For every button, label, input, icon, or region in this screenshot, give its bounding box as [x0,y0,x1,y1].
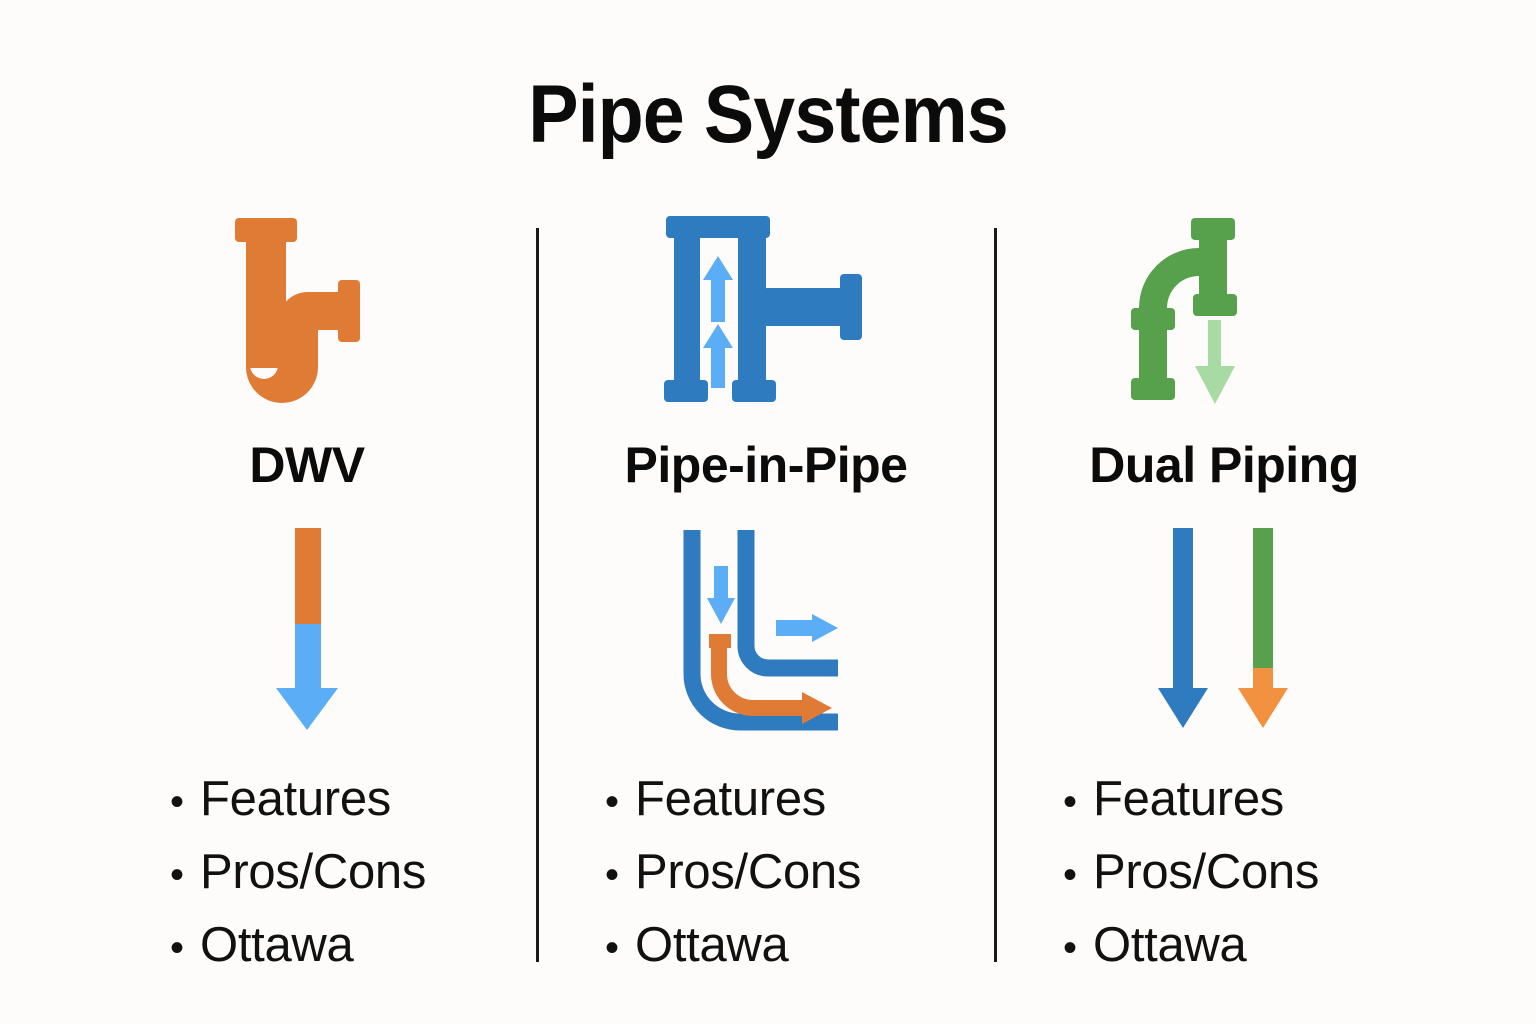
bullet-marker-icon: • [605,853,620,897]
bullet-label: Ottawa [1093,918,1247,972]
double-wall-elbow-flow-icon [537,524,995,759]
bullet-marker-icon: • [1063,780,1078,824]
list-item: • Pros/Cons [170,837,536,910]
list-item: • Ottawa [170,910,536,983]
bullet-marker-icon: • [170,926,185,970]
bullet-list-dwv: • Features • Pros/Cons • Ottawa [78,764,536,983]
list-item: • Pros/Cons [1063,837,1453,910]
column-pipe-in-pipe: Pipe-in-Pipe [537,212,995,1002]
bullet-label: Ottawa [635,918,789,972]
p-trap-pipe-icon [78,212,536,424]
bullet-marker-icon: • [1063,853,1078,897]
list-item: • Features [170,764,536,837]
bullet-label: Pros/Cons [635,845,862,899]
column-divider-2 [994,228,997,962]
list-item: • Features [605,764,995,837]
bullet-label: Features [635,772,826,826]
column-heading-pipe-in-pipe: Pipe-in-Pipe [624,437,908,493]
list-item: • Ottawa [1063,910,1453,983]
column-heading-dwv: DWV [249,437,365,493]
bullet-label: Features [200,772,391,826]
bullet-marker-icon: • [1063,926,1078,970]
list-item: • Pros/Cons [605,837,995,910]
bullet-list-pipe-in-pipe: • Features • Pros/Cons • Ottawa [537,764,995,983]
bullet-marker-icon: • [605,780,620,824]
column-divider-1 [536,228,539,962]
column-heading-dual-piping: Dual Piping [1089,437,1359,493]
bullet-marker-icon: • [170,853,185,897]
bullet-marker-icon: • [170,780,185,824]
column-dwv: DWV • Features • Pros/Cons • Ott [78,212,536,1002]
list-item: • Features [1063,764,1453,837]
dual-parallel-arrows-icon [995,524,1453,759]
double-wall-pipe-tee-icon [537,212,995,424]
green-elbow-pipe-icon [995,212,1453,424]
column-dual-piping: Dual Piping • Features • Pros/Cons [995,212,1453,1002]
bullet-list-dual-piping: • Features • Pros/Cons • Ottawa [995,764,1453,983]
page-title: Pipe Systems [528,69,1008,160]
bullet-label: Pros/Cons [1093,845,1320,899]
list-item: • Ottawa [605,910,995,983]
bullet-marker-icon: • [605,926,620,970]
bullet-label: Features [1093,772,1284,826]
bullet-label: Ottawa [200,918,354,972]
downward-flow-arrow-icon [78,524,536,759]
bullet-label: Pros/Cons [200,845,427,899]
